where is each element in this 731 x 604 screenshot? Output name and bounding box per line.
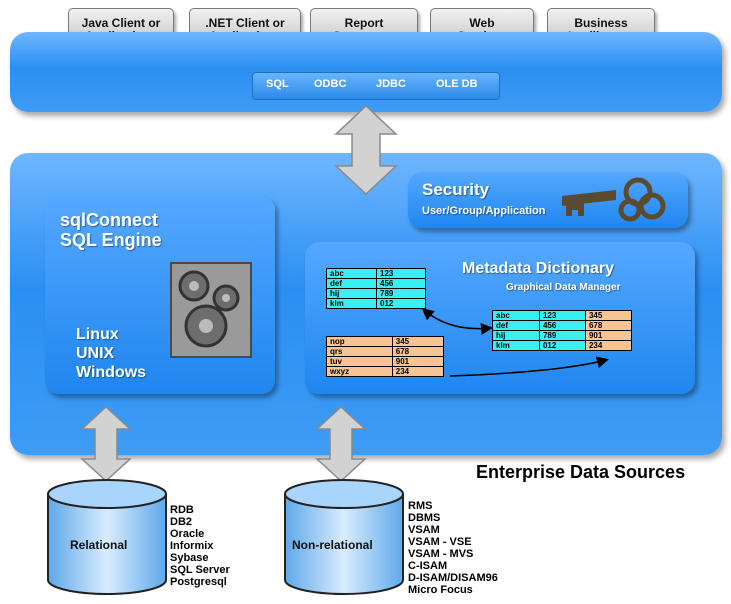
nonrelational-sources-list: RMS DBMS VSAM VSAM - VSE VSAM - MVS C-IS… (408, 500, 498, 596)
metadata-title: Metadata Dictionary (462, 260, 615, 277)
key-icon (562, 177, 666, 222)
list-item: RDB (170, 504, 194, 516)
protocol-sql: SQL (266, 78, 289, 90)
metadata-subtitle: Graphical Data Manager (506, 282, 621, 293)
enterprise-data-sources-label: Enterprise Data Sources (476, 462, 686, 482)
list-item: VSAM - VSE (408, 536, 472, 548)
relational-sources-list: RDB DB2 Oracle Informix Sybase SQL Serve… (170, 504, 230, 588)
relational-label: Relational (70, 538, 128, 552)
protocol-oledb: OLE DB (436, 78, 478, 90)
list-item: Postgresql (170, 576, 227, 588)
list-item: DBMS (408, 512, 441, 524)
table-cell: klm (325, 298, 378, 309)
table-cell: 234 (584, 340, 633, 351)
list-item: VSAM - MVS (408, 548, 474, 560)
engine-title-line2: SQL Engine (60, 230, 162, 250)
list-item: RMS (408, 500, 433, 512)
list-item: SQL Server (170, 564, 230, 576)
platform-windows: Windows (76, 364, 147, 381)
list-item: Sybase (170, 552, 209, 564)
platform-unix: UNIX (76, 345, 115, 362)
security-subtitle: User/Group/Application (422, 205, 546, 217)
database-cylinder-icon (284, 479, 404, 595)
database-cylinder-icon (47, 479, 167, 595)
list-item: DB2 (170, 516, 193, 528)
table-cell: 234 (391, 366, 445, 377)
engine-title-line1: sqlConnect (60, 210, 159, 230)
protocol-bar (252, 72, 500, 100)
table-cell: 012 (376, 298, 426, 309)
list-item: Oracle (170, 528, 205, 540)
list-item: C-ISAM (408, 560, 448, 572)
list-item: Micro Focus (408, 584, 473, 596)
double-arrow-icon (334, 104, 398, 196)
list-item: VSAM (408, 524, 440, 536)
double-arrow-icon (80, 405, 132, 483)
protocol-odbc: ODBC (314, 78, 347, 90)
security-title: Security (422, 180, 490, 199)
list-item: D-ISAM/DISAM96 (408, 572, 498, 584)
double-arrow-icon (315, 405, 367, 483)
gear-icon (178, 270, 240, 348)
list-item: Informix (170, 540, 214, 552)
nonrelational-label: Non-relational (292, 538, 373, 552)
gears-image (170, 262, 252, 358)
platform-linux: Linux (76, 326, 119, 343)
mapping-arrows (421, 308, 609, 377)
protocol-jdbc: JDBC (376, 78, 406, 90)
